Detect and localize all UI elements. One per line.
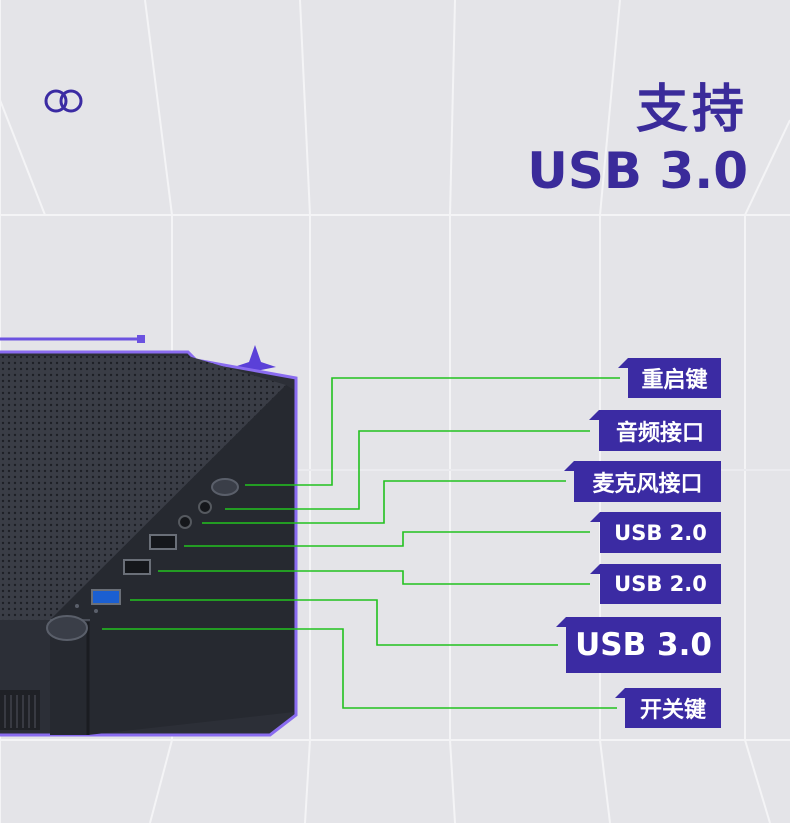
label-usb3-text: USB 3.0 — [575, 627, 712, 663]
audio-jack — [198, 500, 212, 514]
label-usb2-2-text: USB 2.0 — [614, 572, 707, 596]
label-audio: 音频接口 — [589, 410, 721, 451]
headline: 支持 USB 3.0 — [527, 84, 748, 196]
label-usb2-1-text: USB 2.0 — [614, 520, 707, 545]
usb2-port-1 — [149, 534, 177, 550]
brand-logo-icon — [44, 89, 83, 113]
sparkle-icon — [234, 345, 276, 372]
restart-button — [211, 478, 239, 496]
label-usb2-2: USB 2.0 — [590, 564, 721, 604]
mic-jack — [178, 515, 192, 529]
headline-line-1: 支持 — [635, 80, 748, 140]
label-restart: 重启键 — [618, 358, 721, 398]
computer-case-illustration — [0, 335, 298, 737]
label-mic: 麦克风接口 — [564, 461, 721, 502]
label-usb2-1: USB 2.0 — [590, 512, 721, 553]
label-power: 开关键 — [615, 688, 721, 728]
headline-line-2: USB 3.0 — [527, 142, 748, 200]
label-mic-text: 麦克风接口 — [592, 471, 703, 497]
label-usb3: USB 3.0 — [556, 617, 721, 673]
accent-dot — [137, 335, 145, 343]
label-restart-text: 重启键 — [641, 368, 708, 393]
usb2-port-2 — [123, 559, 151, 575]
label-audio-text: 音频接口 — [615, 420, 704, 446]
usb3-port — [91, 589, 121, 605]
power-button — [46, 615, 88, 641]
label-power-text: 开关键 — [639, 698, 706, 723]
